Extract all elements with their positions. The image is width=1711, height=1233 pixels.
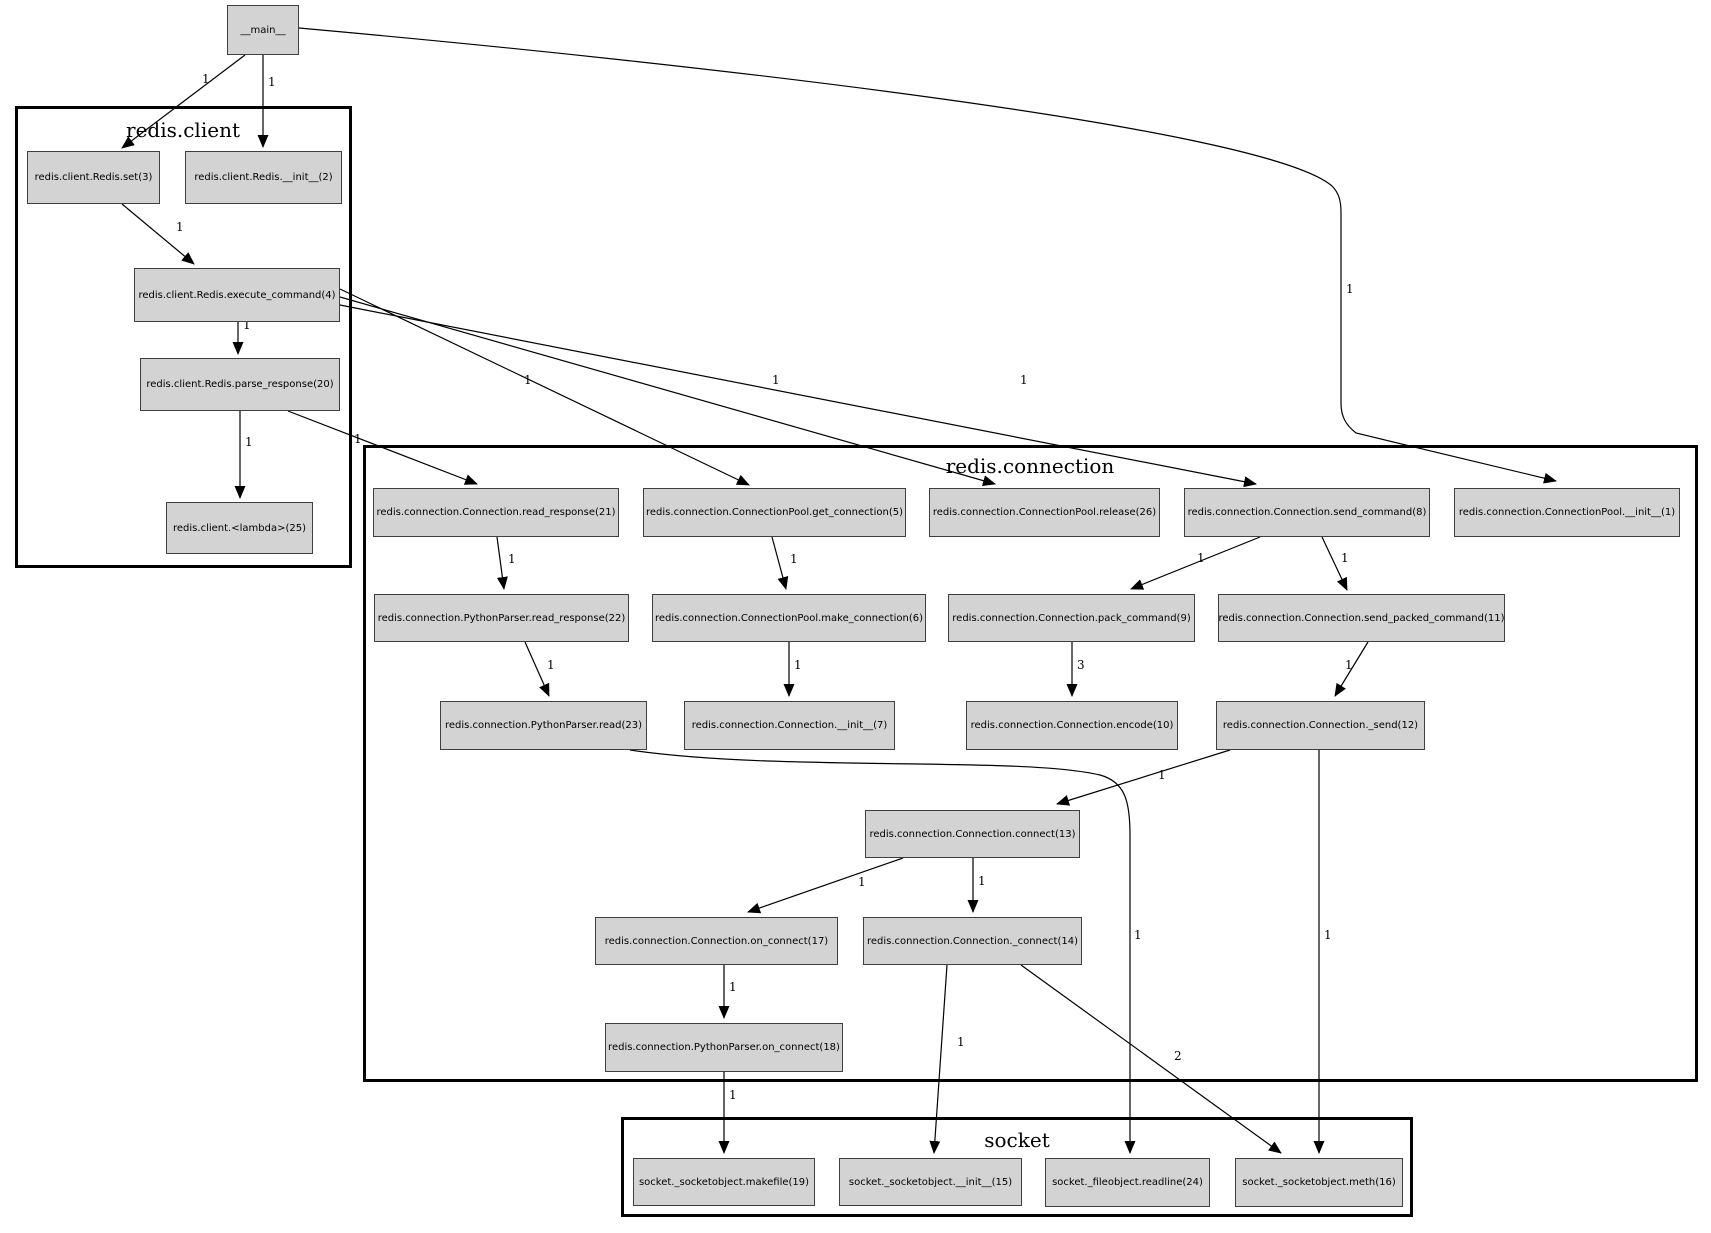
edge-send12-to-connect13 bbox=[1056, 749, 1231, 806]
node-pack9: redis.connection.Connection.pack_command… bbox=[948, 594, 1195, 642]
edge-read23-to-readline24 bbox=[629, 749, 1136, 1154]
edge-label-getconn5-to-makeconn6: 1 bbox=[790, 552, 798, 566]
edge-label-sendcmd8-to-pack9: 1 bbox=[1197, 551, 1205, 565]
edge-label-main-to-cpinit1: 1 bbox=[1346, 282, 1354, 296]
cluster-redis-connection bbox=[363, 445, 1698, 1082]
node-set3: redis.client.Redis.set(3) bbox=[27, 151, 160, 204]
edge-getconn5-to-makeconn6 bbox=[771, 536, 789, 590]
node-conn14: redis.connection.Connection._connect(14) bbox=[863, 917, 1082, 965]
edge-label-exec4-to-sendcmd8: 1 bbox=[1020, 373, 1028, 387]
edge-label-set3-to-exec4: 1 bbox=[176, 220, 184, 234]
edge-label-sendcmd8-to-sendpacked11: 1 bbox=[1341, 551, 1349, 565]
node-lambda25: redis.client.<lambda>(25) bbox=[166, 502, 313, 554]
node-cpinit1: redis.connection.ConnectionPool.__init__… bbox=[1454, 488, 1680, 537]
edge-label-read23-to-readline24: 1 bbox=[1134, 928, 1142, 942]
node-readresp21: redis.connection.Connection.read_respons… bbox=[373, 488, 619, 537]
edge-readresp22-to-read23 bbox=[524, 641, 550, 697]
edge-main-to-cpinit1 bbox=[298, 27, 1557, 484]
node-makeconn6: redis.connection.ConnectionPool.make_con… bbox=[652, 594, 926, 642]
edge-label-main-to-init2: 1 bbox=[268, 75, 276, 89]
node-readresp22: redis.connection.PythonParser.read_respo… bbox=[374, 594, 629, 642]
node-connect13: redis.connection.Connection.connect(13) bbox=[865, 810, 1080, 858]
node-sockinit15: socket._socketobject.__init__(15) bbox=[839, 1158, 1022, 1206]
cluster-label-socket: socket bbox=[984, 1128, 1050, 1152]
edge-sendcmd8-to-pack9 bbox=[1130, 536, 1261, 590]
edge-conn14-to-sockinit15 bbox=[929, 964, 948, 1154]
node-meth16: socket._socketobject.meth(16) bbox=[1235, 1158, 1403, 1207]
node-exec4: redis.client.Redis.execute_command(4) bbox=[134, 268, 340, 322]
edge-parse20-to-readresp21 bbox=[287, 410, 478, 485]
edge-readresp21-to-readresp22 bbox=[496, 536, 508, 590]
edge-exec4-to-getconn5 bbox=[339, 288, 750, 486]
edge-label-readresp21-to-readresp22: 1 bbox=[508, 552, 516, 566]
edge-label-exec4-to-release26: 1 bbox=[772, 373, 780, 387]
node-sendcmd8: redis.connection.Connection.send_command… bbox=[1184, 488, 1430, 537]
edge-label-exec4-to-parse20: 1 bbox=[243, 318, 251, 332]
edge-label-connect13-to-onconn17: 1 bbox=[858, 875, 866, 889]
node-getconn5: redis.connection.ConnectionPool.get_conn… bbox=[643, 488, 906, 537]
edge-sendpacked11-to-send12 bbox=[1334, 641, 1369, 697]
edge-label-pack9-to-encode10: 3 bbox=[1077, 658, 1085, 672]
edge-label-send12-to-meth16: 1 bbox=[1324, 928, 1332, 942]
edge-label-pponconn18-to-makefile19: 1 bbox=[729, 1088, 737, 1102]
edge-label-parse20-to-readresp21: 1 bbox=[354, 432, 362, 446]
edge-sendcmd8-to-sendpacked11 bbox=[1321, 536, 1348, 591]
cluster-redis-client bbox=[15, 106, 352, 568]
cluster-socket bbox=[621, 1117, 1413, 1217]
edge-conn14-to-meth16 bbox=[1020, 964, 1282, 1154]
edge-main-to-set3 bbox=[121, 54, 246, 149]
edge-label-onconn17-to-pponconn18: 1 bbox=[729, 980, 737, 994]
node-onconn17: redis.connection.Connection.on_connect(1… bbox=[595, 917, 838, 965]
node-pponconn18: redis.connection.PythonParser.on_connect… bbox=[605, 1023, 843, 1072]
edge-label-conn14-to-meth16: 2 bbox=[1174, 1049, 1182, 1063]
edge-label-main-to-set3: 1 bbox=[202, 72, 210, 86]
edge-label-connect13-to-conn14: 1 bbox=[978, 874, 986, 888]
node-conninit7: redis.connection.Connection.__init__(7) bbox=[684, 701, 895, 750]
node-encode10: redis.connection.Connection.encode(10) bbox=[966, 701, 1178, 750]
node-parse20: redis.client.Redis.parse_response(20) bbox=[140, 358, 340, 411]
node-read23: redis.connection.PythonParser.read(23) bbox=[440, 701, 647, 750]
cluster-label-redis-connection: redis.connection bbox=[945, 454, 1115, 478]
node-main: __main__ bbox=[227, 5, 299, 55]
edge-connect13-to-onconn17 bbox=[747, 857, 904, 914]
edge-label-sendpacked11-to-send12: 1 bbox=[1345, 658, 1353, 672]
node-release26: redis.connection.ConnectionPool.release(… bbox=[929, 488, 1160, 537]
edge-label-send12-to-connect13: 1 bbox=[1158, 768, 1166, 782]
node-send12: redis.connection.Connection._send(12) bbox=[1216, 701, 1425, 750]
node-makefile19: socket._socketobject.makefile(19) bbox=[633, 1158, 815, 1206]
node-readline24: socket._fileobject.readline(24) bbox=[1045, 1158, 1210, 1207]
edge-label-exec4-to-getconn5: 1 bbox=[524, 373, 532, 387]
edge-label-parse20-to-lambda25: 1 bbox=[245, 435, 253, 449]
edge-label-readresp22-to-read23: 1 bbox=[547, 658, 555, 672]
edge-set3-to-exec4 bbox=[121, 203, 195, 265]
node-init2: redis.client.Redis.__init__(2) bbox=[185, 151, 342, 204]
edge-label-conn14-to-sockinit15: 1 bbox=[957, 1035, 965, 1049]
edge-exec4-to-release26 bbox=[339, 296, 996, 486]
edge-label-makeconn6-to-conninit7: 1 bbox=[794, 658, 802, 672]
node-sendpacked11: redis.connection.Connection.send_packed_… bbox=[1218, 594, 1505, 642]
edge-exec4-to-sendcmd8 bbox=[339, 304, 1257, 488]
